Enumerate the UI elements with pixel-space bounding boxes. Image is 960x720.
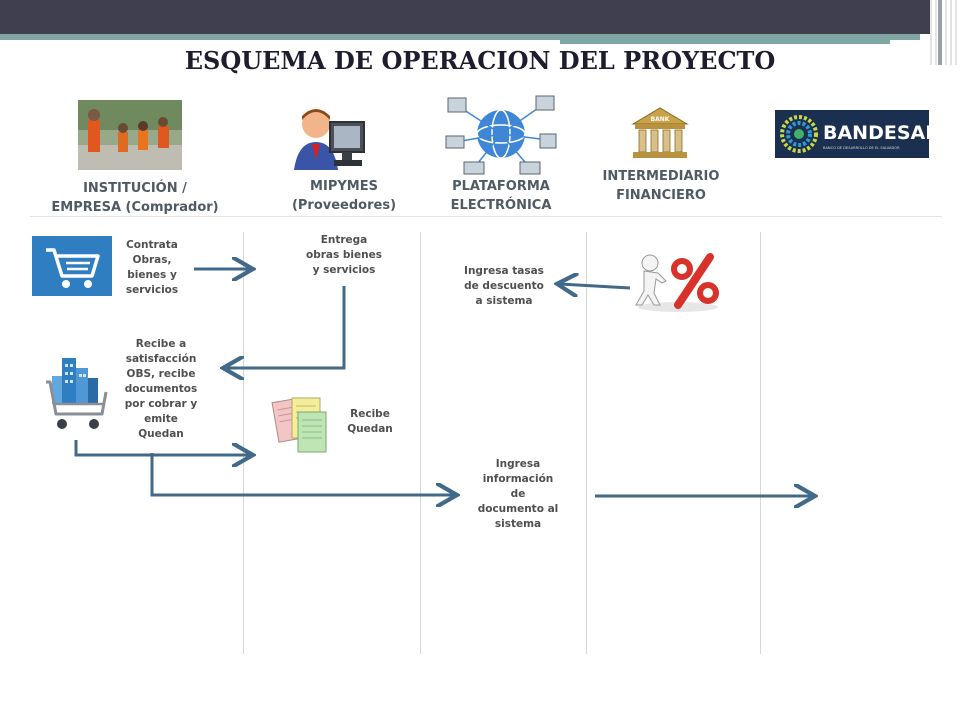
step-entrega: Entrega obras bienes y servicios (294, 233, 394, 278)
percent-pusher-icon (628, 247, 724, 313)
edge-decoration (930, 0, 960, 65)
step-line: Quedan (138, 428, 184, 440)
arrow-tasas-to-plataforma (560, 284, 631, 288)
column-heading-institucion: INSTITUCIÓN / EMPRESA (Comprador) (35, 179, 235, 217)
step-line: Obras, (132, 254, 172, 266)
column-heading-line: FINANCIERO (616, 188, 706, 203)
step-ingresa-informacion: Ingresa información de documento al sist… (466, 457, 570, 532)
bandesal-logo: BANDESAL BANCO DE DESARROLLO DE EL SALVA… (775, 110, 937, 158)
computer-user-icon (290, 104, 372, 172)
column-heading-line: MIPYMES (310, 179, 378, 194)
step-line: y servicios (312, 264, 376, 276)
arrow-entrega-to-institucion (226, 286, 346, 368)
column-heading-mipymes: MIPYMES (Proveedores) (266, 177, 422, 215)
step-line: Quedan (347, 423, 393, 435)
column-divider (420, 232, 421, 654)
step-line: OBS, recibe (126, 368, 196, 380)
step-recibe-quedan: Recibe Quedan (334, 407, 406, 437)
step-line: Recibe a (135, 338, 187, 350)
step-line: documentos (124, 383, 198, 395)
step-line: Ingresa (495, 458, 541, 470)
step-line: obras bienes (306, 249, 382, 261)
step-contrata: Contrata Obras, bienes y servicios (112, 238, 192, 298)
step-line: por cobrar y (124, 398, 198, 410)
bandesal-logo-name: BANDESAL (823, 122, 929, 144)
step-line: Recibe (350, 408, 390, 420)
step-line: satisfacción (125, 353, 197, 365)
documents-icon (270, 394, 332, 456)
city-cart-icon (44, 352, 108, 432)
column-heading-line: (Proveedores) (291, 198, 397, 213)
step-line: sistema (494, 518, 542, 530)
step-recibe-satisfaccion: Recibe a satisfacción OBS, recibe docume… (112, 337, 210, 442)
bandesal-logo-tagline: BANCO DE DESARROLLO DE EL SALVADOR (823, 146, 900, 150)
step-line: Entrega (320, 234, 368, 246)
column-heading-line: INSTITUCIÓN / (83, 181, 187, 196)
step-line: documento al (477, 503, 559, 515)
column-heading-line: ELECTRÓNICA (450, 198, 552, 213)
column-heading-line: EMPRESA (Comprador) (51, 200, 219, 215)
step-line: bienes y (127, 269, 177, 281)
column-heading-line: PLATAFORMA (452, 179, 550, 194)
bank-building-icon: BANK (629, 106, 691, 160)
step-line: Contrata (126, 239, 178, 251)
accent-stripe (0, 34, 920, 40)
workers-photo-icon (78, 100, 182, 170)
step-ingresa-tasas: Ingresa tasas de descuento a sistema (452, 264, 556, 309)
step-line: Ingresa tasas (464, 265, 544, 277)
page-title: ESQUEMA DE OPERACION DEL PROYECTO (184, 46, 776, 75)
step-line: emite (144, 413, 178, 425)
column-divider (586, 232, 587, 654)
header-divider (30, 216, 942, 217)
shopping-cart-icon (32, 236, 112, 296)
step-line: servicios (125, 284, 179, 296)
top-bar (0, 0, 960, 34)
column-heading-intermediario: INTERMEDIARIO FINANCIERO (586, 167, 736, 205)
arrow-info-to-plataforma (150, 453, 454, 495)
arrow-quedan-to-mipymes (74, 440, 250, 455)
accent-stripe-short (560, 40, 890, 44)
column-heading-line: INTERMEDIARIO (602, 169, 720, 184)
edge-decoration-line (938, 0, 942, 65)
bank-sign-text: BANK (651, 116, 670, 123)
step-line: de (510, 488, 526, 500)
step-line: a sistema (475, 295, 533, 307)
column-heading-plataforma: PLATAFORMA ELECTRÓNICA (426, 177, 576, 215)
network-globe-icon (444, 92, 558, 176)
step-line: información (482, 473, 554, 485)
step-line: de descuento (464, 280, 544, 292)
column-divider (760, 232, 761, 654)
